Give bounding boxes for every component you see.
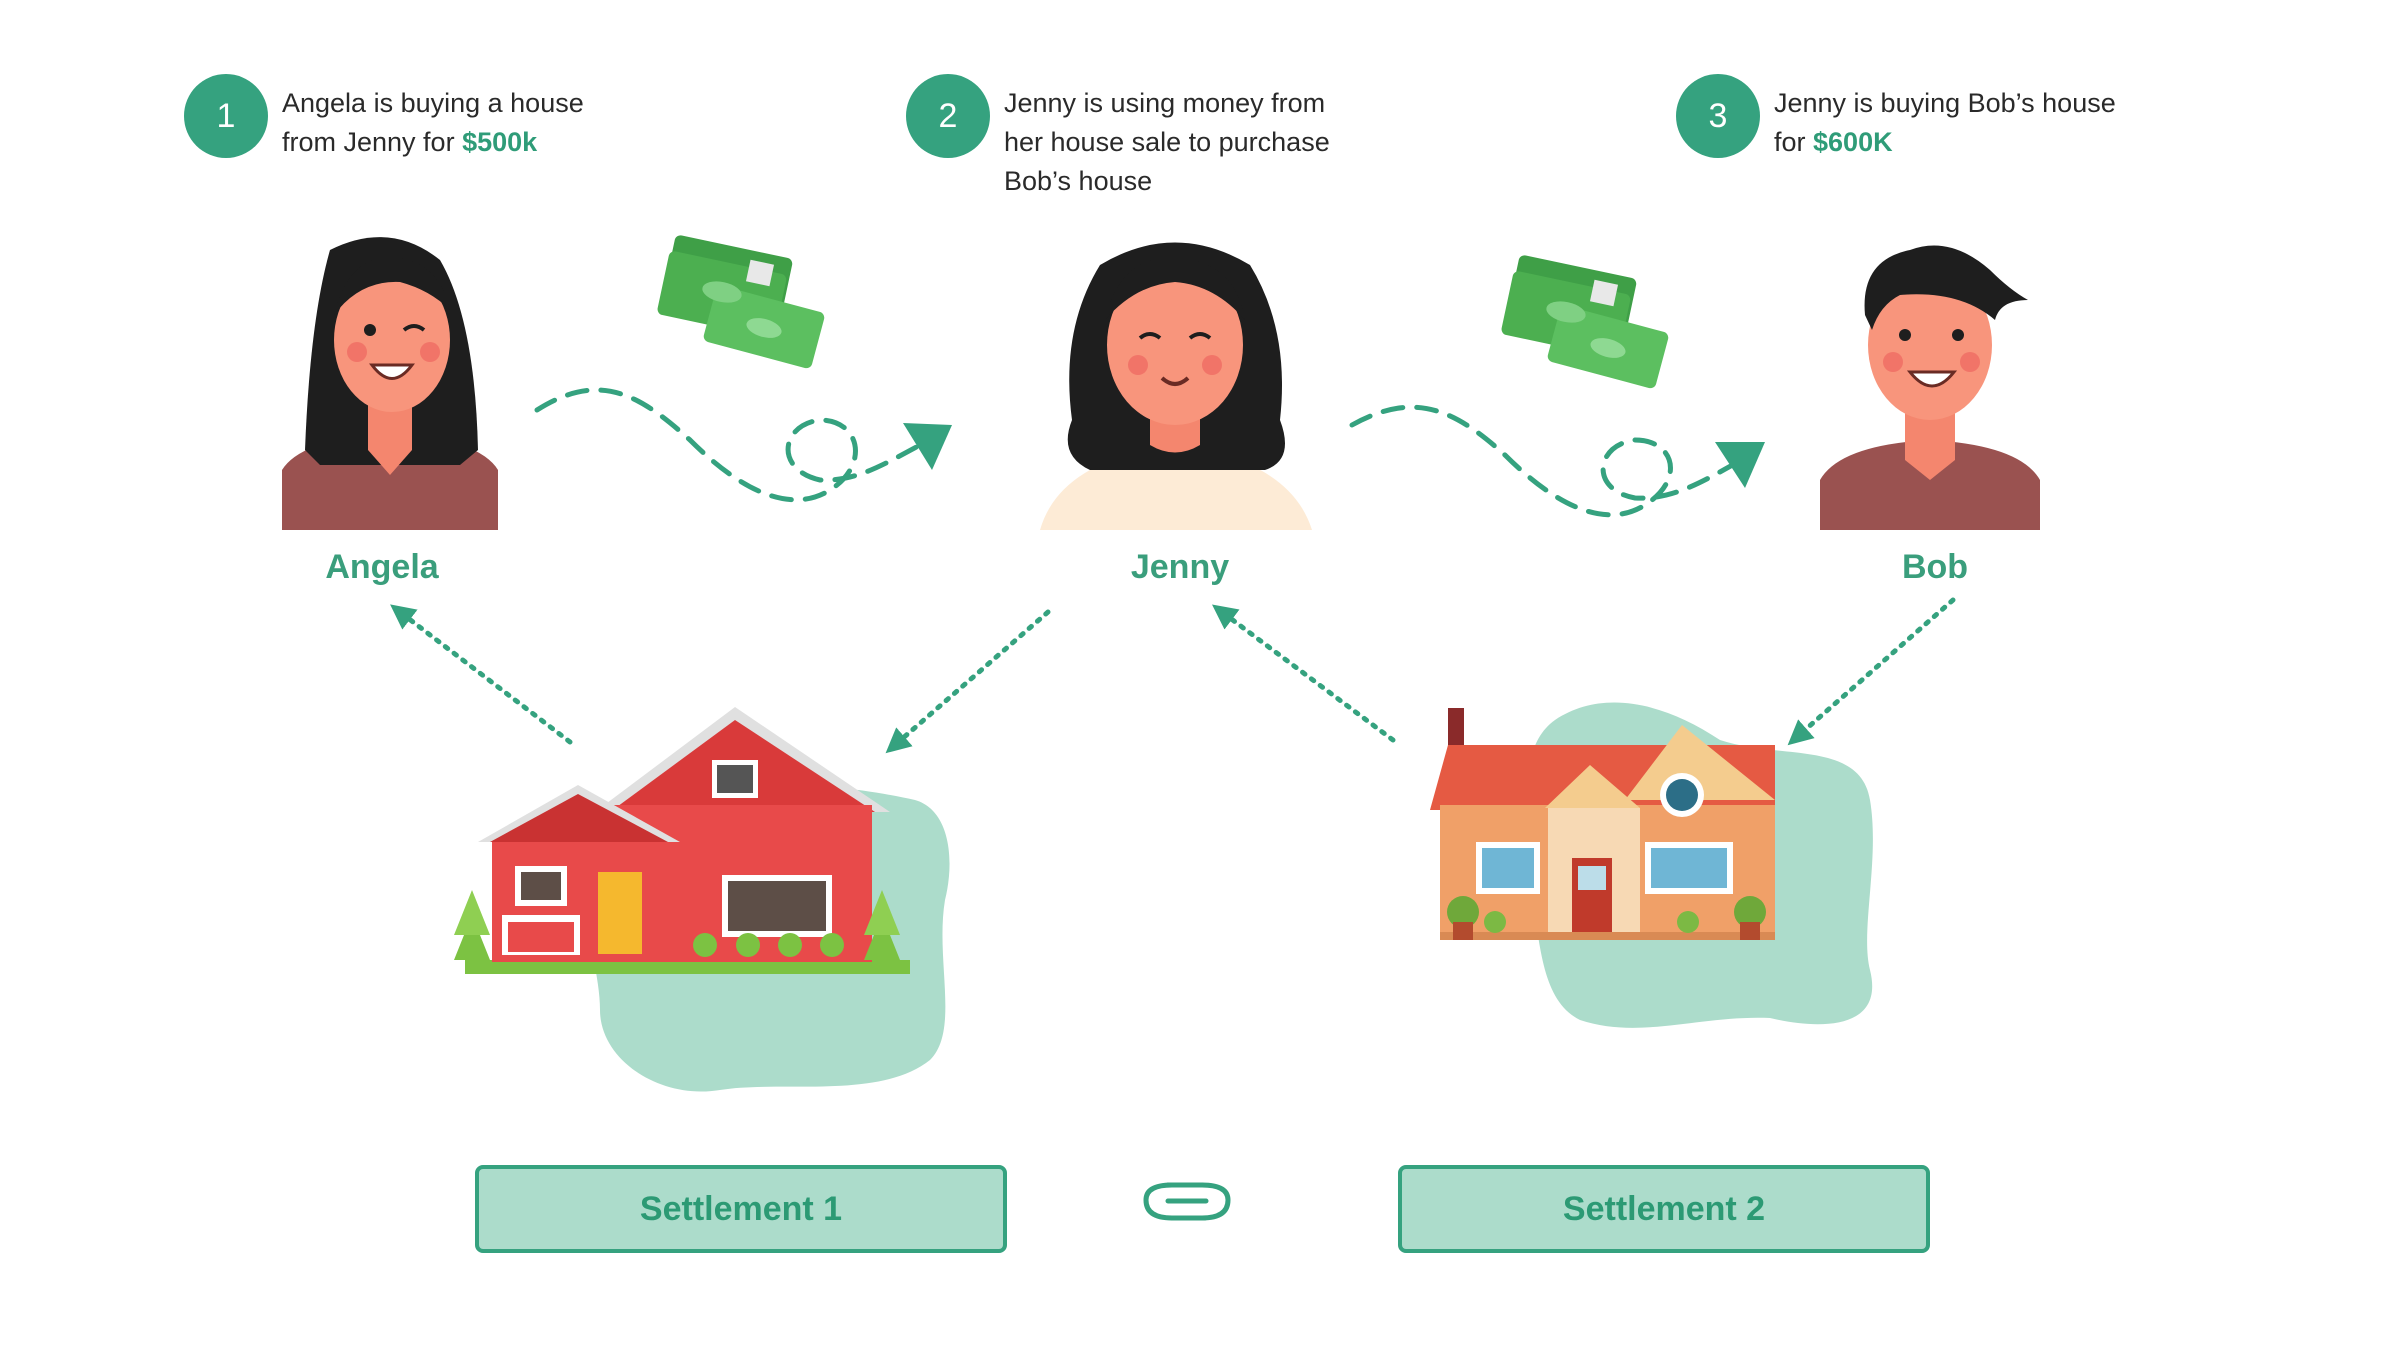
step-3-text: Jenny is buying Bob’s house for $600K [1774,84,2116,162]
step-3: 3 Jenny is buying Bob’s house for $600K [1676,74,2116,162]
step-3-line-1: Jenny is buying Bob’s house [1774,88,2116,118]
money-stack-2-icon [1501,255,1669,389]
link-icon [1143,1182,1231,1221]
dotted-arrow-bob-to-house2 [1787,597,1956,746]
settlement-1-button[interactable]: Settlement 1 [475,1165,1007,1253]
step-2-line-2: her house sale to purchase [1004,127,1330,157]
step-3-line-2-prefix: for [1774,127,1814,157]
dashed-arrow-jenny-to-bob [1349,404,1765,518]
name-jenny: Jenny [1130,548,1230,586]
step-1-text: Angela is buying a house from Jenny for … [282,84,584,162]
step-3-badge: 3 [1676,74,1760,158]
step-2-line-1: Jenny is using money from [1004,88,1326,118]
settlement-2-button[interactable]: Settlement 2 [1398,1165,1930,1253]
step-2: 2 Jenny is using money from her house sa… [906,74,1330,201]
step-2-badge: 2 [906,74,990,158]
step-2-line-3: Bob’s house [1004,166,1153,196]
step-1-badge: 1 [184,74,268,158]
orange-house-illustration [1430,702,1873,1028]
money-stack-1-icon [657,235,825,369]
step-1-line-2: from Jenny for $500k [282,123,584,162]
name-bob: Bob [1901,548,1969,586]
dotted-arrow-house1-to-angela [390,604,573,745]
jenny-avatar [1040,242,1312,530]
step-3-amount: $600K [1813,127,1893,157]
settlement-2-label: Settlement 2 [1562,1189,1766,1228]
red-house-illustration [454,707,950,1092]
dotted-arrow-house2-to-jenny [1211,604,1396,743]
dashed-arrow-angela-to-jenny [534,387,952,503]
angela-avatar [282,237,498,530]
step-3-line-2: for $600K [1774,123,2116,162]
step-1-line-2-prefix: from Jenny for [282,127,463,157]
step-1-amount: $500k [462,127,538,157]
name-angela: Angela [325,548,439,586]
bob-avatar [1820,245,2040,530]
step-2-text: Jenny is using money from her house sale… [1004,84,1330,201]
dotted-arrow-jenny-to-house1 [885,609,1051,754]
step-1: 1 Angela is buying a house from Jenny fo… [184,74,584,162]
settlement-1-label: Settlement 1 [639,1189,843,1228]
step-1-line-1: Angela is buying a house [282,88,584,118]
